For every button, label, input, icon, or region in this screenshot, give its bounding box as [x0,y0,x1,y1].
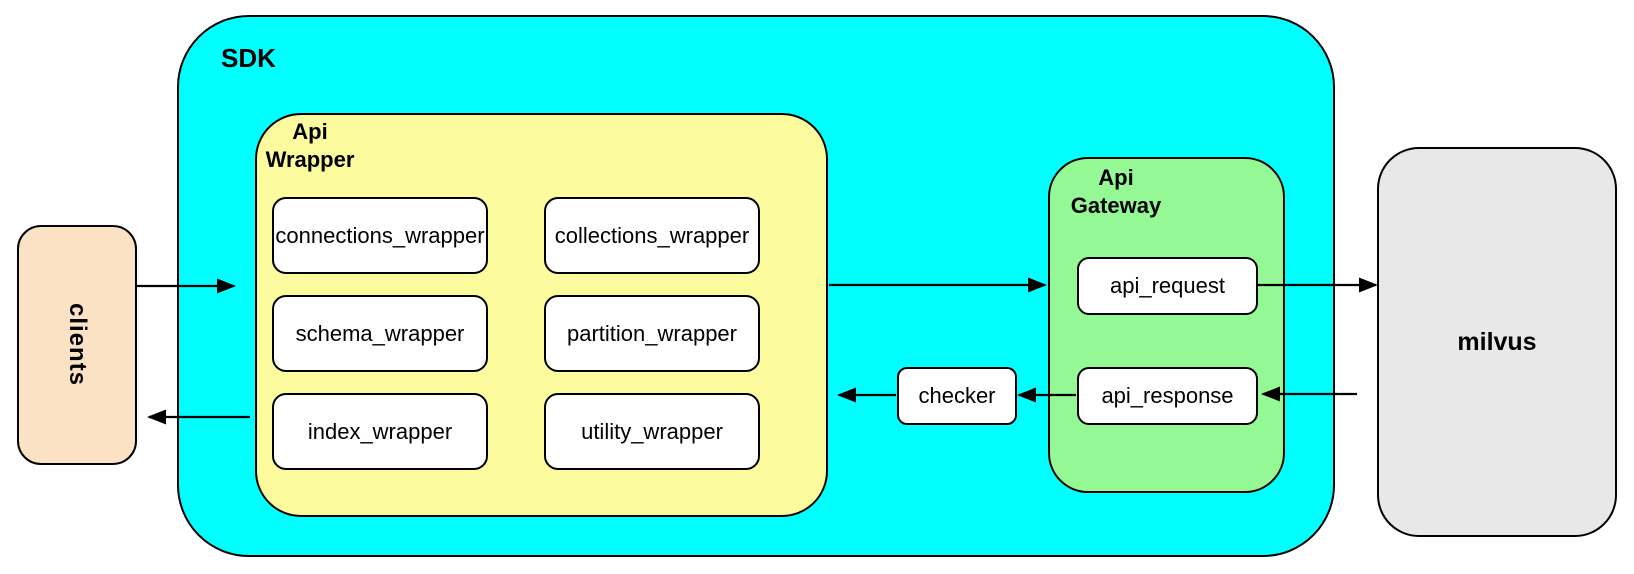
node-api-request: api_request [1077,257,1258,315]
sdk-label: SDK [221,43,276,73]
node-schema-wrapper: schema_wrapper [272,295,488,372]
node-partition-wrapper: partition_wrapper [544,295,760,372]
node-utility-wrapper: utility_wrapper [544,393,760,470]
api-gateway-label: Api Gateway [1070,165,1162,218]
clients-box: clients [17,225,137,465]
milvus-box: milvus [1377,147,1617,537]
node-api-response: api_response [1077,367,1258,425]
api-gateway-container [1048,157,1285,493]
milvus-label: milvus [1457,327,1537,356]
api-wrapper-label: Api Wrapper [265,119,355,172]
node-collections-wrapper: collections_wrapper [544,197,760,274]
clients-label: clients [64,303,91,387]
node-connections-wrapper: connections_wrapper [272,197,488,274]
node-index-wrapper: index_wrapper [272,393,488,470]
node-checker: checker [897,367,1017,425]
